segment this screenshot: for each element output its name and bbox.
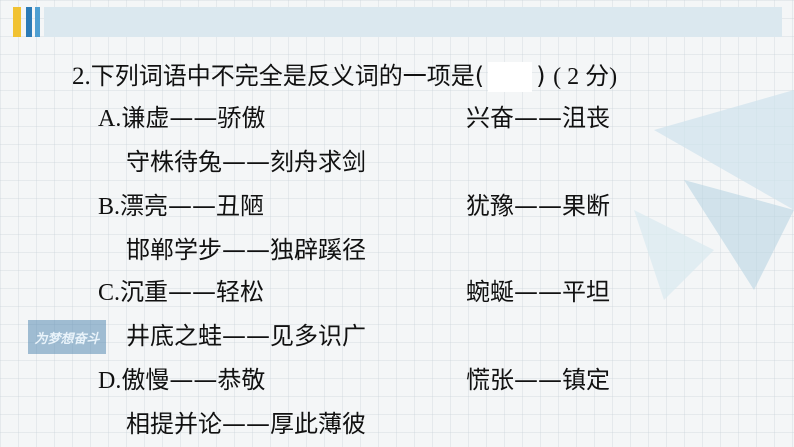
- option-b-line1: B.漂亮——丑陋: [98, 186, 264, 221]
- accent-bar-light-blue: [35, 7, 40, 37]
- option-a-line1: A.谦虚——骄傲: [98, 98, 265, 133]
- question-score: ( 2 分): [553, 64, 618, 90]
- option-c-line1: C.沉重——轻松: [98, 272, 264, 307]
- option-a-pair1: 谦虚——骄傲: [121, 104, 266, 132]
- option-b-pair3: 邯郸学步——独辟蹊径: [126, 236, 366, 264]
- header-bar: [44, 7, 782, 37]
- watermark-text: 为梦想奋斗: [34, 331, 100, 347]
- accent-bar-yellow: [13, 7, 21, 37]
- accent-bar-blue: [26, 7, 32, 37]
- answer-blank[interactable]: [488, 62, 533, 92]
- option-a-pair3: 守株待兔——刻舟求剑: [126, 148, 366, 176]
- question-number: 2.: [72, 63, 91, 90]
- option-d-line1: D.傲慢——恭敬: [98, 360, 265, 395]
- option-d-pair2: 慌张——镇定: [466, 366, 610, 394]
- option-c-pair2: 蜿蜒——平坦: [466, 278, 610, 306]
- question-stem: 2.下列词语中不完全是反义词的一项是() ( 2 分): [72, 56, 617, 92]
- option-b-pair1: 漂亮——丑陋: [120, 192, 265, 220]
- question-text: 下列词语中不完全是反义词的一项是(: [90, 62, 485, 90]
- option-a-letter: A.: [98, 106, 122, 132]
- option-d-pair3: 相提并论——厚此薄彼: [126, 410, 366, 438]
- option-c-letter: C.: [98, 280, 121, 306]
- option-b-letter: B.: [98, 194, 121, 220]
- option-b-pair2: 犹豫——果断: [466, 192, 610, 220]
- option-a-pair2: 兴奋——沮丧: [466, 104, 610, 132]
- decorative-triangles-icon: [634, 90, 794, 300]
- option-d-pair1: 傲慢——恭敬: [121, 366, 266, 394]
- option-c-pair1: 沉重——轻松: [120, 278, 265, 306]
- watermark-logo: 为梦想奋斗: [28, 320, 106, 354]
- close-paren: ): [536, 62, 546, 90]
- option-c-pair3: 井底之蛙——见多识广: [126, 322, 366, 350]
- option-d-letter: D.: [98, 368, 122, 394]
